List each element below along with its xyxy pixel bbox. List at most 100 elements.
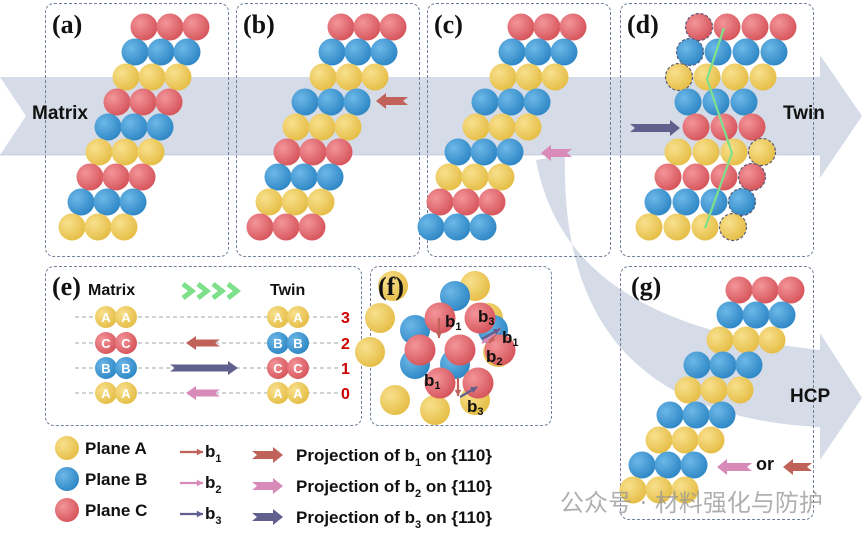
panel-e-twin-atom <box>267 357 289 379</box>
panel-c-atom <box>533 13 561 41</box>
panel-c-atom <box>550 38 578 66</box>
legend-plane-label: Plane C <box>85 501 147 520</box>
panel-a-atom <box>147 38 175 66</box>
panel-g-or-label: or <box>756 454 774 474</box>
legend-b1-vector-icon-head <box>196 448 203 456</box>
legend-b3-vector-icon-head <box>196 510 203 518</box>
panel-d-atom <box>682 163 710 191</box>
panel-f-atom <box>484 334 516 366</box>
panel-e-atom-letter: A <box>273 310 283 325</box>
panel-b-atom <box>307 188 335 216</box>
panel-a-atom <box>137 138 165 166</box>
panel-g-atom <box>709 351 737 379</box>
panel-a-label: (a) <box>52 10 83 39</box>
panel-c-atom <box>498 38 526 66</box>
panel-b-atom <box>255 188 283 216</box>
legend-projection-label: Projection of b1 on {110} <box>296 446 492 469</box>
panel-g-atom <box>674 376 702 404</box>
panel-e-matrix-atom <box>95 332 117 354</box>
panel-g-atom <box>680 451 708 479</box>
panel-d-atom <box>675 37 705 67</box>
panel-g-atom <box>742 301 770 329</box>
panel-e-matrix-atom <box>115 332 137 354</box>
panel-e-twin-atom <box>267 332 289 354</box>
panel-e-matrix-atom <box>115 382 137 404</box>
panel-g-atom <box>725 276 753 304</box>
legend-projection-label: Projection of b3 on {110} <box>296 508 492 531</box>
green-chevron-icon <box>226 282 242 300</box>
panel-b-atom <box>334 113 362 141</box>
panel-d-atom <box>644 188 672 216</box>
panel-a-atom <box>103 88 131 116</box>
legend-b3-projection-icon <box>252 509 283 525</box>
panel-a-atom <box>120 113 148 141</box>
panel-d-atom <box>674 88 702 116</box>
panel-a-atom <box>182 13 210 41</box>
legend-plane-a-swatch <box>55 436 79 460</box>
panel-f-atom <box>444 334 476 366</box>
panel-d-atom <box>664 62 694 92</box>
panel-d-atom <box>749 63 777 91</box>
panel-g-atom <box>732 326 760 354</box>
panel-e-atom-letter: A <box>293 310 303 325</box>
panel-b-atom <box>343 88 371 116</box>
panel-f-atom <box>355 337 385 367</box>
panel-c <box>427 3 611 257</box>
panel-c-atom <box>496 138 524 166</box>
b1-projection-arrow <box>186 336 220 350</box>
b2-projection-arrow <box>541 145 572 161</box>
panel-a-atom <box>110 213 138 241</box>
b1-projection-arrow <box>376 93 408 109</box>
panel-d <box>620 3 814 257</box>
panel-a-atom <box>129 88 157 116</box>
panel-d-atom <box>769 13 797 41</box>
panel-e-layer-index: 0 <box>341 386 350 403</box>
panel-a-atom <box>138 63 166 91</box>
panel-e-atom-letter: B <box>101 361 110 376</box>
panel-c-atom <box>452 188 480 216</box>
panel-e-atom-letter: A <box>121 310 131 325</box>
panel-d-atom <box>760 38 788 66</box>
panel-a-atom <box>85 138 113 166</box>
panel-g-label: (g) <box>631 272 662 301</box>
panel-d-atom <box>732 38 760 66</box>
panel-f-label: (f) <box>378 272 404 301</box>
matrix-twin-band-arrow <box>0 55 862 178</box>
panel-c-atom <box>461 163 489 191</box>
panel-c-atom <box>478 188 506 216</box>
panel-d-atom <box>747 137 777 167</box>
legend-b1-projection-icon <box>252 447 283 463</box>
panel-f-atom <box>464 302 496 334</box>
panel-b-atom <box>344 38 372 66</box>
panel-c-atom <box>470 138 498 166</box>
panel-b-atom <box>273 138 301 166</box>
panel-d-atom <box>682 113 710 141</box>
panel-a-atom <box>93 188 121 216</box>
panel-d-atom <box>738 113 766 141</box>
panel-b-atom <box>281 188 309 216</box>
panel-c-atom <box>435 163 463 191</box>
panel-a-atom <box>173 38 201 66</box>
panel-d-atom <box>672 188 700 216</box>
panel-b-atom <box>325 138 353 166</box>
b3-vector-head <box>493 329 500 335</box>
panel-c-atom <box>523 88 551 116</box>
panel-e-atom-letter: A <box>121 386 131 401</box>
legend-b2-vector-icon-head <box>196 479 203 487</box>
panel-f-atom <box>404 334 436 366</box>
panel-g-atom <box>645 426 673 454</box>
panel-c-atom <box>443 213 471 241</box>
panel-c-atom <box>417 213 445 241</box>
panel-d-atom <box>721 63 749 91</box>
panel-g-atom <box>671 476 699 504</box>
panel-d-atom <box>684 12 714 42</box>
panel-a-atom <box>121 38 149 66</box>
panel-b-atom <box>246 213 274 241</box>
panel-e-twin-atom <box>267 382 289 404</box>
matrix-band-label: Matrix <box>32 103 88 124</box>
panel-b-atom <box>298 213 326 241</box>
b1-projection-arrow <box>783 459 812 475</box>
panel-a-atom <box>67 188 95 216</box>
panel-d-atom <box>663 213 691 241</box>
